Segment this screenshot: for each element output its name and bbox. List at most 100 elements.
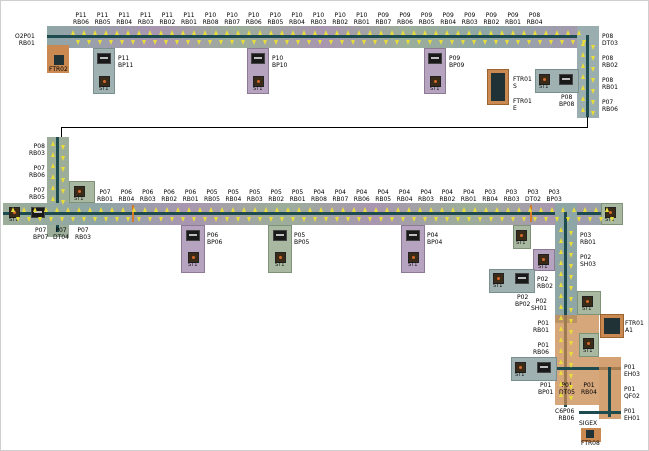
ftr01-a1-unit[interactable] bbox=[600, 314, 624, 338]
top-rail bbox=[47, 35, 597, 38]
flow-arrow-icon bbox=[544, 30, 548, 35]
p09-st-button[interactable] bbox=[430, 76, 441, 87]
flow-arrow-icon bbox=[275, 207, 279, 212]
p09-monitor[interactable] bbox=[428, 53, 442, 64]
flow-arrow-icon bbox=[61, 145, 65, 150]
flow-arrow-icon bbox=[153, 40, 157, 45]
flow-arrow-icon bbox=[569, 242, 573, 247]
flow-arrow-icon bbox=[110, 207, 114, 212]
flow-arrow-icon bbox=[569, 319, 573, 324]
flow-arrow-icon bbox=[27, 217, 31, 222]
connector-line-right bbox=[587, 117, 588, 128]
p01-st-button[interactable] bbox=[583, 338, 594, 349]
flow-arrow-icon bbox=[390, 217, 394, 222]
flow-arrow-icon bbox=[159, 30, 163, 35]
flow-arrow-icon bbox=[412, 30, 416, 35]
p06-st-button[interactable] bbox=[188, 252, 199, 263]
p04-monitor[interactable] bbox=[406, 230, 420, 241]
flow-arrow-icon bbox=[566, 30, 570, 35]
flow-arrow-icon bbox=[51, 152, 55, 157]
flow-arrow-icon bbox=[121, 207, 125, 212]
flow-arrow-icon bbox=[401, 217, 405, 222]
flow-arrow-icon bbox=[559, 260, 563, 265]
p02-st-button[interactable] bbox=[493, 273, 504, 284]
ftr02-unit[interactable] bbox=[54, 55, 64, 65]
p02-monitor[interactable] bbox=[515, 273, 529, 284]
flow-arrow-icon bbox=[357, 217, 361, 222]
flow-arrow-icon bbox=[434, 217, 438, 222]
p08-st-button[interactable] bbox=[539, 74, 550, 85]
flow-arrow-icon bbox=[346, 217, 350, 222]
flow-arrow-icon bbox=[559, 282, 563, 287]
flow-arrow-icon bbox=[280, 30, 284, 35]
p07-st3-button[interactable] bbox=[74, 186, 85, 197]
flow-arrow-icon bbox=[104, 30, 108, 35]
p02-sh03-st-button[interactable] bbox=[538, 254, 549, 265]
p04-st-button[interactable] bbox=[408, 252, 419, 263]
st-label: ST1 bbox=[582, 306, 592, 312]
flow-arrow-icon bbox=[214, 30, 218, 35]
p11-monitor[interactable] bbox=[97, 53, 111, 64]
flow-arrow-icon bbox=[456, 217, 460, 222]
flow-arrow-icon bbox=[340, 40, 344, 45]
p08-monitor[interactable] bbox=[559, 74, 573, 85]
flow-arrow-icon bbox=[559, 381, 563, 386]
flow-arrow-icon bbox=[569, 275, 573, 280]
flow-arrow-icon bbox=[379, 30, 383, 35]
flow-arrow-icon bbox=[214, 217, 218, 222]
flow-arrow-icon bbox=[88, 207, 92, 212]
flow-arrow-icon bbox=[291, 30, 295, 35]
flow-arrow-icon bbox=[51, 185, 55, 190]
flow-arrow-icon bbox=[583, 207, 587, 212]
flow-arrow-icon bbox=[569, 341, 573, 346]
flow-arrow-icon bbox=[115, 217, 119, 222]
flow-arrow-icon bbox=[544, 217, 548, 222]
p10-st-button[interactable] bbox=[253, 76, 264, 87]
flow-arrow-icon bbox=[577, 30, 581, 35]
flow-arrow-icon bbox=[253, 207, 257, 212]
flow-arrow-icon bbox=[467, 217, 471, 222]
flow-arrow-icon bbox=[329, 40, 333, 45]
p05-monitor[interactable] bbox=[273, 230, 287, 241]
p02-sh01-st-button[interactable] bbox=[582, 296, 593, 307]
p01-monitor[interactable] bbox=[537, 362, 551, 373]
flow-arrow-icon bbox=[467, 30, 471, 35]
flow-arrow-icon bbox=[439, 40, 443, 45]
flow-arrow-icon bbox=[98, 40, 102, 45]
flow-arrow-icon bbox=[517, 207, 521, 212]
flow-arrow-icon bbox=[225, 217, 229, 222]
connector-line bbox=[61, 127, 588, 128]
p10-monitor[interactable] bbox=[251, 53, 265, 64]
flow-arrow-icon bbox=[49, 217, 53, 222]
flow-arrow-icon bbox=[236, 30, 240, 35]
flow-arrow-icon bbox=[302, 217, 306, 222]
flow-arrow-icon bbox=[165, 207, 169, 212]
p01-left-st-button[interactable] bbox=[515, 362, 526, 373]
flow-arrow-icon bbox=[175, 40, 179, 45]
st-label: ST1 bbox=[253, 86, 263, 92]
ftr01-unit[interactable] bbox=[487, 69, 509, 105]
flow-arrow-icon bbox=[313, 217, 317, 222]
flow-arrow-icon bbox=[418, 207, 422, 212]
flow-arrow-icon bbox=[450, 40, 454, 45]
flow-arrow-icon bbox=[258, 30, 262, 35]
p06-monitor[interactable] bbox=[186, 230, 200, 241]
p05-st-button[interactable] bbox=[275, 252, 286, 263]
p03-st-button[interactable] bbox=[516, 230, 527, 241]
p11-st-button[interactable] bbox=[99, 76, 110, 87]
flow-arrow-icon bbox=[51, 196, 55, 201]
flow-arrow-icon bbox=[126, 217, 130, 222]
flow-arrow-icon bbox=[297, 207, 301, 212]
